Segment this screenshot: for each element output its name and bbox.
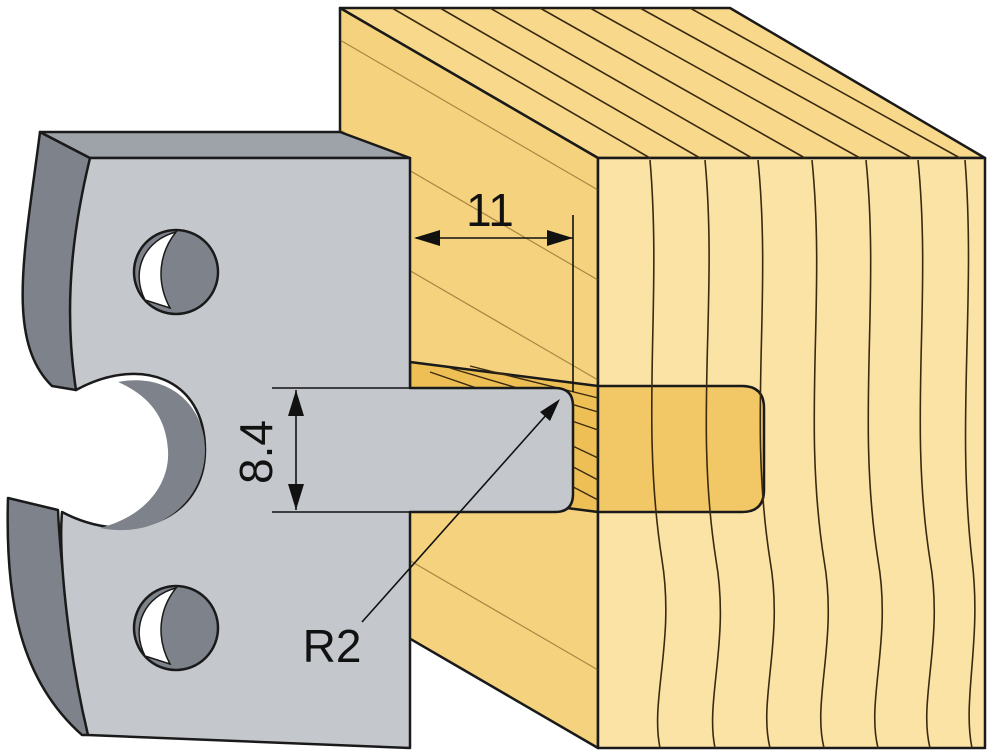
dimension-groove-depth-label: 11: [466, 184, 514, 236]
wood-top-grain: [391, 7, 961, 159]
knife-notch-shadow: [100, 380, 205, 531]
groove-end-profile: [596, 384, 766, 514]
dimension-tenon-width: [272, 387, 410, 513]
dimension-groove-depth: [414, 215, 574, 392]
mounting-hole-upper: [132, 228, 220, 316]
dimension-radius-label: R2: [303, 620, 362, 672]
mounting-hole-lower: [132, 584, 220, 672]
dimension-radius-leader: [361, 399, 560, 623]
dimension-tenon-width-label: 8.4: [230, 420, 282, 484]
wood-end-grain: [649, 159, 976, 749]
